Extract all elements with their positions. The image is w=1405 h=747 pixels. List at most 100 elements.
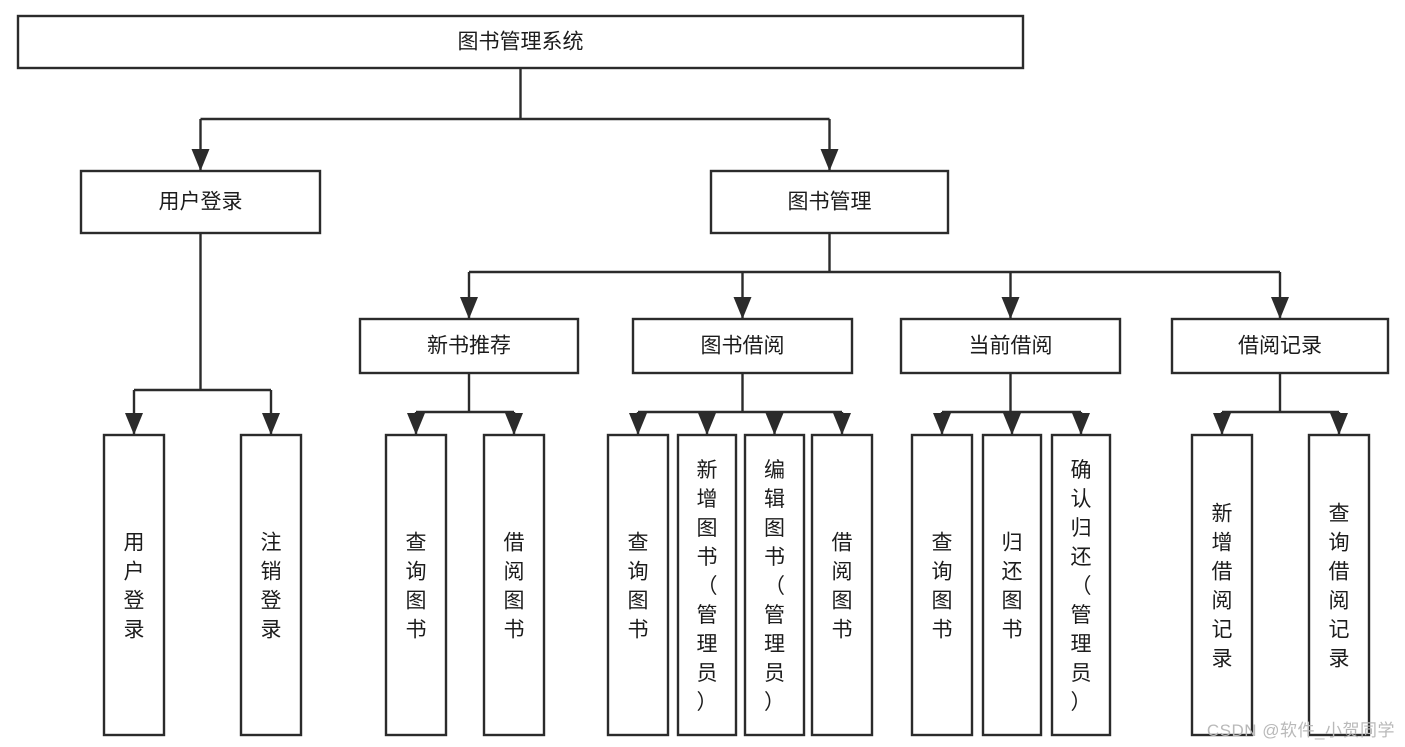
node-user-login-leaf[interactable]: 用户登录 [102, 433, 166, 737]
node-label-char: 用 [124, 532, 145, 555]
arrow-head-icon [191, 149, 210, 171]
node-borrow-record[interactable]: 借阅记录 [1170, 317, 1390, 375]
node-label-char: 图 [504, 590, 525, 613]
node-label-char: 书 [1002, 619, 1023, 642]
node-label-query-book-3: 查询图书 [932, 532, 953, 642]
node-label-char: 书 [628, 619, 649, 642]
arrow-head-icon [1003, 413, 1021, 435]
arrow-head-icon [933, 413, 951, 435]
node-query-book-3[interactable]: 查询图书 [910, 433, 974, 737]
node-label-char: ） [764, 691, 785, 714]
node-book-management[interactable]: 图书管理 [709, 169, 950, 235]
node-label-char: 书 [832, 619, 853, 642]
node-label-user-login-leaf: 用户登录 [124, 532, 145, 642]
node-label-char: 书 [764, 546, 785, 569]
node-label-char: 阅 [504, 561, 525, 584]
node-borrow-book-1[interactable]: 借阅图书 [482, 433, 546, 737]
node-box-user-login [79, 169, 322, 235]
node-query-book-1[interactable]: 查询图书 [384, 433, 448, 737]
node-label-add-book-admin: 新增图书（管理员） [697, 459, 718, 714]
node-label-user-logout-leaf: 注销登录 [261, 532, 282, 642]
node-add-borrow-record[interactable]: 新增借阅记录 [1190, 433, 1254, 737]
node-label-char: 书 [932, 619, 953, 642]
arrow-head-icon [1213, 413, 1231, 435]
arrow-head-icon [460, 297, 478, 319]
node-add-book-admin[interactable]: 新增图书（管理员） [676, 433, 738, 737]
node-label-borrow-book-1: 借阅图书 [504, 532, 525, 642]
node-box-user-logout-leaf [239, 433, 303, 737]
node-label-char: 图 [1002, 590, 1023, 613]
node-return-book[interactable]: 归还图书 [981, 433, 1043, 737]
node-box-user-login-leaf [102, 433, 166, 737]
node-label-char: 登 [124, 590, 145, 613]
node-label-query-borrow-record: 查询借阅记录 [1329, 503, 1350, 671]
node-label-char: 新 [1212, 503, 1233, 526]
node-current-borrow[interactable]: 当前借阅 [899, 317, 1122, 375]
node-book-borrow[interactable]: 图书借阅 [631, 317, 854, 375]
node-query-book-2[interactable]: 查询图书 [606, 433, 670, 737]
node-label-char: 阅 [832, 561, 853, 584]
node-label-char: 借 [504, 532, 525, 555]
node-label-book-borrow: 图书借阅 [701, 335, 785, 358]
node-confirm-return-admin[interactable]: 确认归还（管理员） [1050, 433, 1112, 737]
node-box-query-borrow-record [1307, 433, 1371, 737]
node-label-char: 图 [932, 590, 953, 613]
arrow-head-icon [1330, 413, 1348, 435]
node-label-char: 增 [1212, 532, 1233, 555]
node-label-char: ） [1071, 691, 1092, 714]
node-box-query-book-3 [910, 433, 974, 737]
node-label-char: 录 [261, 619, 282, 642]
node-label-query-book-1: 查询图书 [406, 532, 427, 642]
node-label-char: 理 [764, 633, 785, 656]
node-box-book-management [709, 169, 950, 235]
node-label-char: 录 [1329, 648, 1350, 671]
node-label-char: 图 [628, 590, 649, 613]
node-label-char: 注 [261, 532, 282, 555]
node-label-char: 询 [628, 561, 649, 584]
node-label-char: 理 [697, 633, 718, 656]
node-layer: 图书管理系统用户登录用户登录注销登录图书管理新书推荐查询图书借阅图书图书借阅查询… [16, 14, 1390, 737]
node-label-char: 询 [406, 561, 427, 584]
node-label-char: 借 [832, 532, 853, 555]
node-label-char: 辑 [764, 488, 785, 511]
node-box-query-book-1 [384, 433, 448, 737]
node-label-char: 查 [1329, 503, 1350, 526]
node-box-book-borrow [631, 317, 854, 375]
node-user-logout-leaf[interactable]: 注销登录 [239, 433, 303, 737]
node-label-char: 管 [764, 604, 785, 627]
node-label-char: 增 [697, 488, 718, 511]
node-box-new-book-recommend [358, 317, 580, 375]
node-label-char: 查 [628, 532, 649, 555]
node-box-borrow-book-1 [482, 433, 546, 737]
connector-layer [125, 68, 1348, 435]
node-label-char: （ [764, 575, 785, 598]
arrow-head-icon [125, 413, 143, 435]
arrow-head-icon [765, 413, 784, 435]
node-label-borrow-record: 借阅记录 [1238, 335, 1322, 358]
node-query-borrow-record[interactable]: 查询借阅记录 [1307, 433, 1371, 737]
node-label-current-borrow: 当前借阅 [969, 335, 1053, 358]
node-label-char: 阅 [1212, 590, 1233, 613]
node-user-login[interactable]: 用户登录 [79, 169, 322, 235]
arrow-head-icon [262, 413, 280, 435]
node-box-confirm-return-admin [1050, 433, 1112, 737]
node-label-char: 户 [124, 561, 145, 584]
node-label-root: 图书管理系统 [458, 31, 584, 54]
node-borrow-book-2[interactable]: 借阅图书 [810, 433, 874, 737]
node-label-char: 记 [1212, 619, 1233, 642]
arrow-head-icon [1271, 297, 1289, 319]
node-box-borrow-book-2 [810, 433, 874, 737]
node-label-char: 新 [697, 459, 718, 482]
node-edit-book-admin[interactable]: 编辑图书（管理员） [743, 433, 806, 737]
arrow-head-icon [629, 413, 647, 435]
node-root[interactable]: 图书管理系统 [16, 14, 1025, 70]
node-label-char: 员 [764, 662, 785, 685]
node-new-book-recommend[interactable]: 新书推荐 [358, 317, 580, 375]
node-label-new-book-recommend: 新书推荐 [427, 335, 511, 358]
node-label-char: 归 [1071, 517, 1092, 540]
node-box-add-book-admin [676, 433, 738, 737]
node-label-char: 确 [1071, 459, 1092, 482]
node-label-book-management: 图书管理 [788, 191, 872, 214]
node-label-user-login: 用户登录 [159, 191, 243, 214]
